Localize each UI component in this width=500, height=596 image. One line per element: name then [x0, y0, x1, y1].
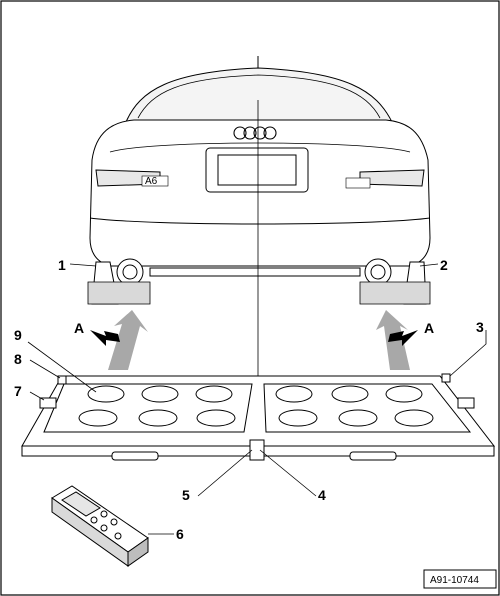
arrow-a-left: [90, 330, 120, 346]
bumper-line: [89, 217, 431, 225]
callout-3: 3: [476, 319, 484, 335]
callout-9: 9: [14, 327, 22, 343]
license-plate: [217, 154, 297, 186]
rear-window-inner: [137, 74, 381, 119]
trunk-line: [109, 142, 411, 153]
rings-logo: [233, 126, 277, 140]
handle-left: [111, 451, 159, 461]
plate-lettering: A6: [145, 176, 158, 187]
figure-code-box: [423, 569, 497, 589]
engine-badge: [345, 177, 371, 189]
rear-window: [125, 67, 393, 123]
callout-8: 8: [14, 351, 22, 367]
sensor-pads-left: [78, 385, 236, 427]
arrow-label-left: A: [74, 320, 84, 336]
car-rear-view: [87, 56, 431, 305]
measuring-platform: [21, 373, 496, 461]
arrow-label-right: A: [424, 320, 434, 336]
callout-5: 5: [182, 487, 190, 503]
wheel-pad-right: [359, 281, 431, 305]
handle-right: [349, 451, 397, 461]
callout-4: 4: [318, 487, 326, 503]
callout-1: 1: [58, 257, 66, 273]
sensor-pads-right: [275, 385, 434, 427]
diffuser: [149, 267, 361, 277]
side-clip-left: [39, 397, 57, 409]
callout-6: 6: [176, 526, 184, 542]
arrow-a-right: [388, 330, 418, 346]
beam-arrow-left: [108, 310, 148, 370]
model-badge: [141, 175, 169, 187]
handheld-tester: [51, 485, 149, 567]
wheel-pad-left: [87, 281, 151, 305]
side-pin-left: [57, 375, 67, 385]
tester-display: [61, 491, 101, 517]
side-pin-right: [441, 373, 451, 383]
figure-code: A91-10744: [430, 575, 479, 586]
leader-lines: [27, 263, 487, 535]
car-body: [89, 119, 431, 267]
callout-7: 7: [14, 383, 22, 399]
side-clip-right: [457, 397, 475, 409]
centre-connector: [249, 439, 265, 461]
callout-2: 2: [440, 257, 448, 273]
